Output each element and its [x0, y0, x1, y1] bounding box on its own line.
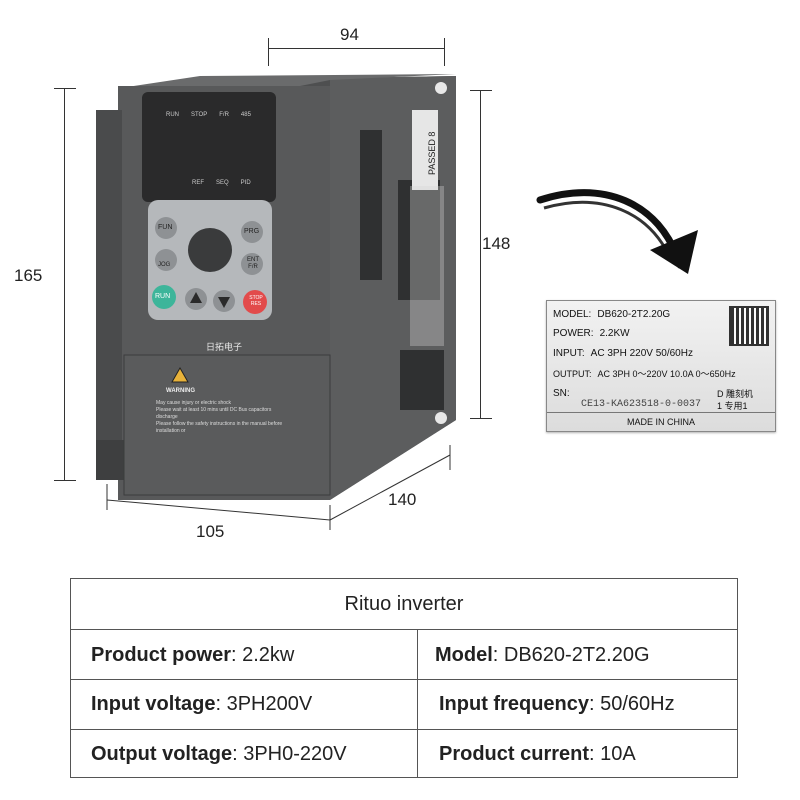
indicator-fr: F/R	[219, 112, 229, 118]
depth-label: 140	[388, 490, 417, 509]
spec-table-row-divider	[71, 679, 737, 680]
nameplate-label: MODEL: DB620-2T2.20G POWER: 2.2KW INPUT: AC…	[546, 300, 776, 432]
spec-value: : DB620-2T2.20G	[492, 644, 650, 666]
key-jog: JOG	[158, 262, 171, 268]
nameplate-divider	[547, 412, 775, 413]
nameplate-output-value: AC 3PH 0～220V 10.0A 0～650Hz	[597, 369, 736, 379]
nameplate-output-row: OUTPUT: AC 3PH 0～220V 10.0A 0～650Hz	[553, 367, 736, 380]
spec-value: : 50/60Hz	[589, 693, 675, 715]
right-height-dimension-line	[480, 90, 481, 418]
nameplate-model-value: DB620-2T2.20G	[597, 309, 671, 320]
indicator-labels-top: RUN STOP F/R 485	[166, 112, 276, 118]
spec-label: Product power	[91, 644, 232, 666]
spec-label: Input frequency	[439, 693, 590, 715]
spec-label: Model	[435, 644, 493, 666]
spec-value: : 3PH200V	[215, 693, 313, 715]
key-run: RUN	[155, 293, 171, 300]
warning-line: Please follow the safety instructions in…	[156, 421, 283, 434]
spec-table: Rituo inverter Product power: 2.2kw Mode…	[70, 578, 738, 778]
spec-cell-input-voltage: Input voltage: 3PH200V	[91, 680, 312, 729]
spec-label: Output voltage	[91, 743, 233, 765]
warning-line: May cause injury or electric shock	[156, 400, 232, 406]
nameplate-input-value: AC 3PH 220V 50/60Hz	[590, 348, 693, 359]
right-height-label: 148	[482, 234, 511, 253]
top-width-label: 94	[340, 25, 359, 44]
inverter-device	[96, 74, 456, 500]
top-width-dimension-line	[268, 48, 444, 49]
bottom-width-label: 105	[196, 522, 225, 541]
arrow-icon	[536, 189, 698, 274]
spec-cell-product-power: Product power: 2.2kw	[91, 631, 294, 680]
nameplate-model-label: MODEL:	[553, 309, 592, 320]
brand-text: 日拓电子	[206, 342, 243, 352]
nameplate-sn-row: SN:	[553, 388, 570, 399]
left-height-tick-top	[54, 88, 76, 89]
key-fun: FUN	[158, 224, 173, 231]
warning-text: May cause injury or electric shock Pleas…	[156, 400, 286, 435]
spec-cell-input-frequency: Input frequency: 50/60Hz	[439, 680, 675, 729]
spec-table-title: Rituo inverter	[71, 579, 737, 630]
key-stop: STOP RES	[249, 295, 263, 307]
spec-table-column-divider	[417, 629, 418, 778]
spec-label: Input voltage	[91, 693, 216, 715]
spec-table-row-divider	[71, 729, 737, 730]
indicator-seq: SEQ	[216, 180, 229, 186]
indicator-485: 485	[240, 112, 251, 118]
nameplate-power-value: 2.2KW	[599, 328, 630, 339]
indicator-run: RUN	[166, 112, 179, 118]
spec-cell-product-current: Product current: 10A	[439, 730, 636, 779]
left-height-tick-bottom	[54, 480, 76, 481]
spec-value: : 2.2kw	[231, 644, 295, 666]
nameplate-input-row: INPUT: AC 3PH 220V 50/60Hz	[553, 348, 693, 359]
indicator-pid: PID	[240, 180, 251, 186]
nameplate-power-row: POWER: 2.2KW	[553, 328, 630, 339]
nameplate-power-label: POWER:	[553, 328, 594, 339]
nameplate-output-label: OUTPUT:	[553, 369, 592, 379]
spec-cell-output-voltage: Output voltage: 3PH0-220V	[91, 730, 347, 779]
qr-code-icon	[729, 306, 769, 346]
indicator-ref: REF	[192, 180, 204, 186]
warning-line: Please wait at least 10 mins until DC Bu…	[156, 407, 272, 420]
side-label: PASSED 8	[427, 131, 437, 175]
indicator-labels-bottom: REF SEQ PID	[192, 180, 251, 186]
left-height-dimension-line	[64, 88, 65, 480]
key-prg: PRG	[244, 228, 260, 235]
top-width-tick-right	[444, 38, 445, 66]
right-height-tick-top	[470, 90, 492, 91]
spec-value: : 10A	[589, 743, 636, 765]
nameplate-sn-value: CE13-KA623518-0-0037	[581, 399, 702, 410]
bottom-dimension-lines	[106, 445, 451, 530]
nameplate-sn-note-2: 1 专用1	[717, 401, 748, 411]
nameplate-footer: MADE IN CHINA	[626, 417, 695, 427]
right-height-tick-bottom	[470, 418, 492, 419]
nameplate-model-row: MODEL: DB620-2T2.20G	[553, 309, 670, 320]
nameplate-sn-label: SN:	[553, 388, 570, 399]
spec-cell-model: Model: DB620-2T2.20G	[435, 631, 650, 680]
warning-title: WARNING	[166, 388, 195, 394]
spec-value: : 3PH0-220V	[232, 743, 347, 765]
nameplate-input-label: INPUT:	[553, 348, 585, 359]
left-height-label: 165	[14, 266, 43, 285]
spec-label: Product current	[439, 743, 590, 765]
nameplate-sn-note-1: D 雕刻机	[717, 389, 754, 399]
top-width-tick-left	[268, 38, 269, 66]
key-ent: ENT F/R	[247, 257, 259, 270]
indicator-stop: STOP	[191, 112, 208, 118]
